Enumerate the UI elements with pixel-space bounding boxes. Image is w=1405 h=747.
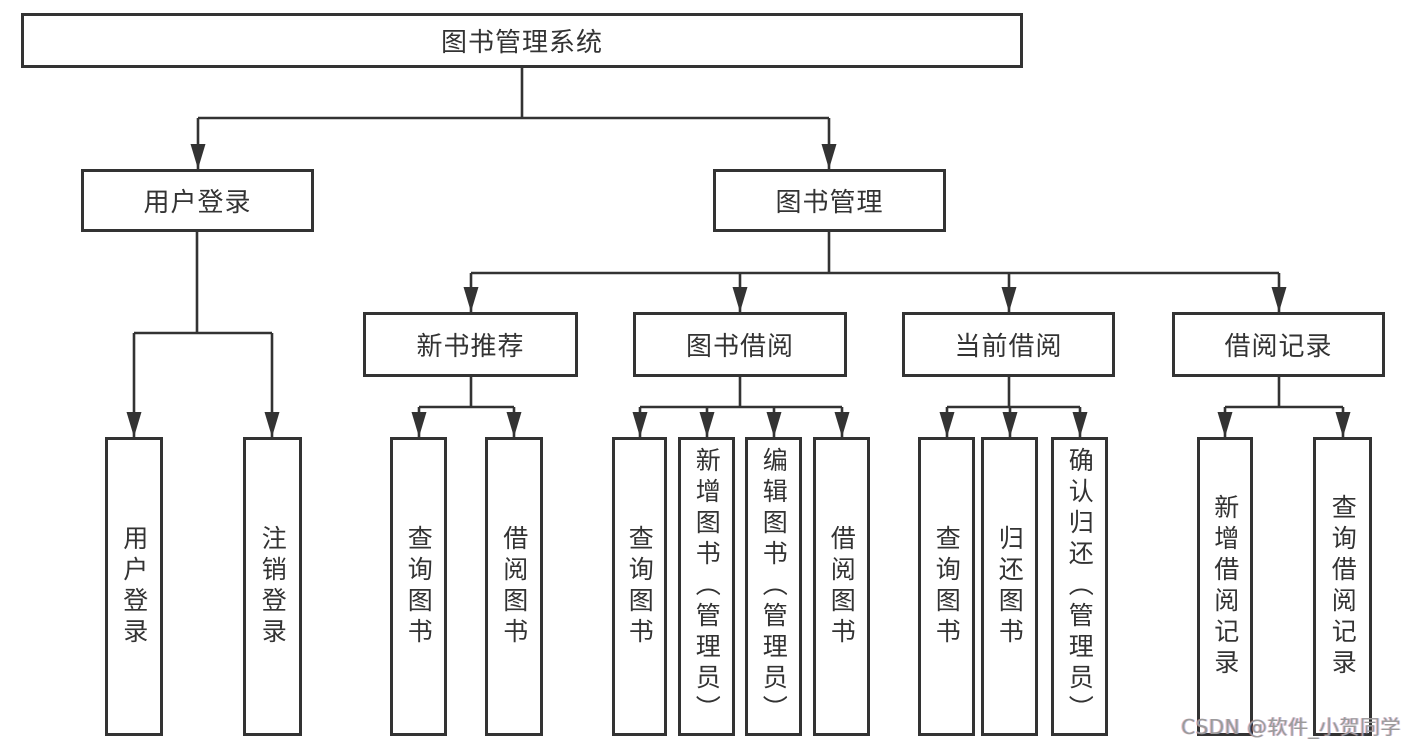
- node-borrowing-records-label: 借阅记录: [1224, 332, 1333, 362]
- leaf-current-query-books-label: 查询图书: [932, 524, 962, 649]
- leaf-edit-books-admin: 编辑图书（管理员）: [745, 437, 802, 736]
- node-book-borrowing: 图书借阅: [633, 312, 847, 377]
- node-book-borrowing-label: 图书借阅: [685, 332, 794, 362]
- leaf-user-login: 用户登录: [105, 437, 163, 736]
- node-user-login-label: 用户登录: [143, 188, 252, 218]
- leaf-newbook-borrow-books-label: 借阅图书: [499, 524, 529, 649]
- leaf-return-books-label: 归还图书: [995, 524, 1025, 649]
- leaf-borrowing-query-books-label: 查询图书: [625, 524, 655, 649]
- node-user-login: 用户登录: [81, 169, 314, 232]
- leaf-borrowing-borrow-books: 借阅图书: [813, 437, 870, 736]
- leaf-edit-books-admin-label: 编辑图书（管理员）: [759, 447, 789, 726]
- connector-lines: [134, 68, 1343, 409]
- node-book-management-label: 图书管理: [775, 188, 884, 218]
- node-root-label: 图书管理系统: [440, 28, 603, 58]
- connector-arrows: [126, 118, 1351, 437]
- leaf-confirm-return-admin-label: 确认归还（管理员）: [1065, 447, 1095, 726]
- leaf-user-login-label: 用户登录: [119, 524, 149, 649]
- leaf-add-books-admin: 新增图书（管理员）: [678, 437, 735, 736]
- leaf-logout: 注销登录: [243, 437, 302, 736]
- csdn-watermark: CSDN @软件_小贺同学: [1181, 715, 1401, 739]
- node-borrowing-records: 借阅记录: [1172, 312, 1385, 377]
- leaf-borrowing-borrow-books-label: 借阅图书: [827, 524, 857, 649]
- leaf-add-books-admin-label: 新增图书（管理员）: [692, 447, 722, 726]
- node-root-library-management-system: 图书管理系统: [21, 13, 1023, 68]
- leaf-add-borrow-record: 新增借阅记录: [1197, 437, 1253, 736]
- leaf-newbook-borrow-books: 借阅图书: [485, 437, 543, 736]
- leaf-query-borrow-record: 查询借阅记录: [1313, 437, 1372, 736]
- leaf-return-books: 归还图书: [981, 437, 1038, 736]
- node-new-book-recommend: 新书推荐: [363, 312, 578, 377]
- leaf-newbook-query-books-label: 查询图书: [404, 524, 434, 649]
- node-current-borrowing: 当前借阅: [902, 312, 1115, 377]
- leaf-borrowing-query-books: 查询图书: [612, 437, 667, 736]
- leaf-confirm-return-admin: 确认归还（管理员）: [1051, 437, 1108, 736]
- node-book-management: 图书管理: [713, 169, 946, 232]
- leaf-query-borrow-record-label: 查询借阅记录: [1328, 493, 1358, 680]
- node-current-borrowing-label: 当前借阅: [954, 332, 1063, 362]
- node-new-book-recommend-label: 新书推荐: [416, 332, 525, 362]
- leaf-current-query-books: 查询图书: [918, 437, 975, 736]
- leaf-add-borrow-record-label: 新增借阅记录: [1210, 493, 1240, 680]
- leaf-logout-label: 注销登录: [258, 524, 288, 649]
- leaf-newbook-query-books: 查询图书: [390, 437, 447, 736]
